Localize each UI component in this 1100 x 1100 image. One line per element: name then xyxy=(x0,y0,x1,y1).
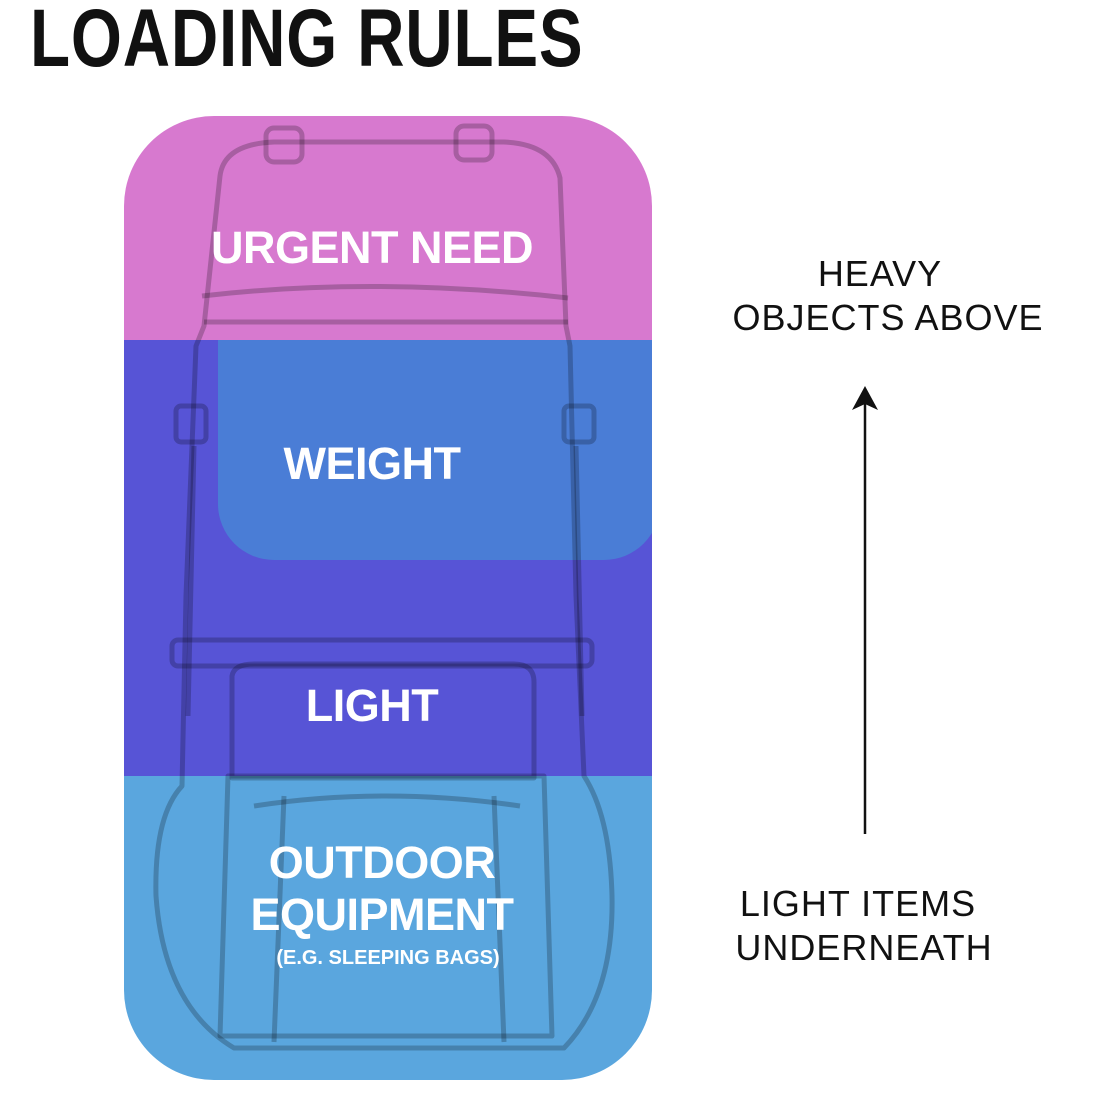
zone-note-sleeping-bags: (E.G. SLEEPING BAGS) xyxy=(276,947,500,969)
annotation-heavy-line1: HEAVY xyxy=(817,253,943,294)
page-title: LOADING RULES xyxy=(30,0,584,84)
annotation-heavy-line2: OBJECTS ABOVE xyxy=(732,297,1044,338)
zone-outdoor-equipment xyxy=(124,776,652,1080)
zone-weight xyxy=(218,340,652,560)
backpack-zones: URGENT NEED WEIGHT LIGHT OUTDOOR EQUIPME… xyxy=(124,116,652,1080)
zone-label-urgent-need: URGENT NEED xyxy=(210,222,534,273)
zone-urgent-need xyxy=(124,116,652,340)
arrow-up-icon xyxy=(852,386,878,834)
zone-label-equipment: EQUIPMENT xyxy=(250,889,514,940)
zone-label-outdoor: OUTDOOR xyxy=(268,837,496,888)
zone-label-weight: WEIGHT xyxy=(283,438,461,489)
annotation-light-line1: LIGHT ITEMS xyxy=(739,883,977,924)
annotation-light-line2: UNDERNEATH xyxy=(735,927,993,968)
zone-label-light: LIGHT xyxy=(305,680,439,731)
